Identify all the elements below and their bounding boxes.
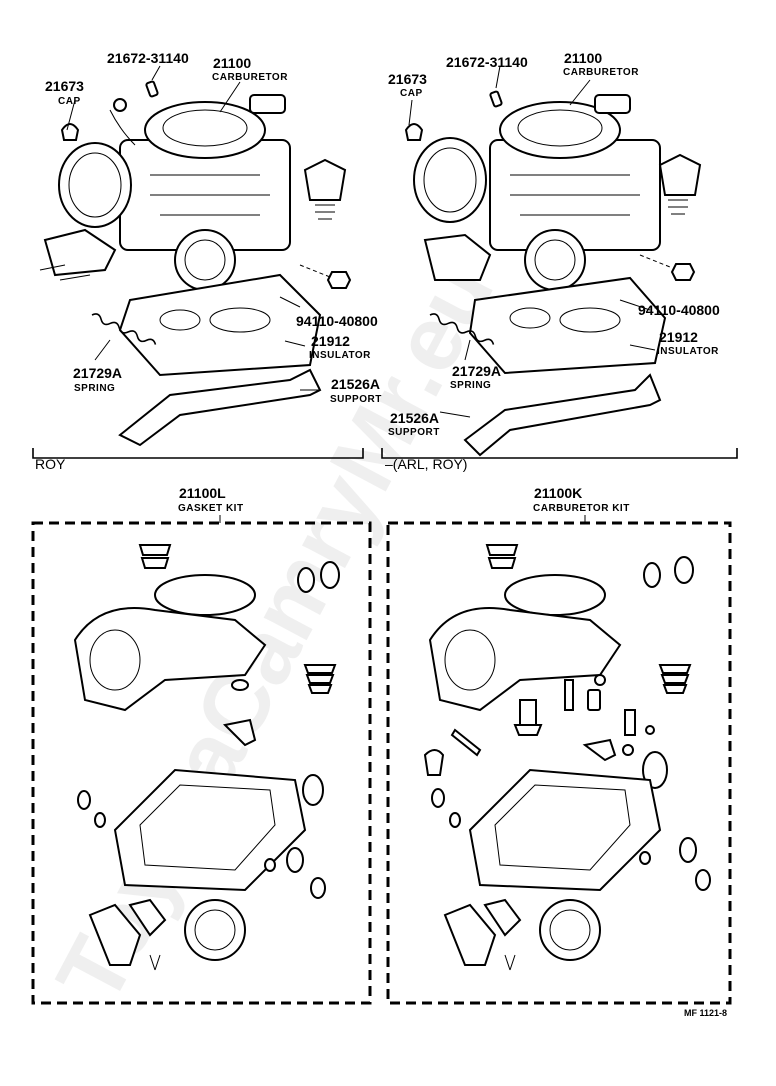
section-label-right: –(ARL, ROY)	[385, 456, 467, 472]
cap-part-right	[404, 123, 424, 141]
cap-name-right: CAP	[400, 88, 423, 99]
support-number-left: 21526A	[331, 376, 380, 392]
kit-number-gasket: 21100L	[179, 485, 226, 501]
spring-number-left: 21729A	[73, 365, 122, 381]
kit-name-gasket: GASKET KIT	[178, 503, 244, 514]
gasket-kit-frame	[31, 521, 372, 1005]
insulator-name-left: INSULATOR	[309, 350, 371, 361]
spring-number-right: 21729A	[452, 363, 501, 379]
carburetor-kit-parts	[423, 544, 711, 971]
insulator-number-right: 21912	[659, 329, 698, 345]
insulator-number-left: 21912	[311, 333, 350, 349]
spring-name-left: SPRING	[74, 383, 115, 394]
cap-number-right: 21673	[388, 71, 427, 87]
nut-part	[326, 271, 352, 289]
insulator-left	[118, 273, 322, 377]
kit-number-carburetor: 21100K	[534, 485, 582, 501]
support-name-left: SUPPORT	[330, 394, 382, 405]
section-bracket-right	[381, 448, 738, 459]
nut-part-right	[670, 263, 696, 281]
spring-part	[91, 313, 157, 345]
pipe-part	[145, 80, 159, 98]
cap-part	[60, 123, 80, 141]
spring-part-right	[429, 313, 495, 345]
support-name-right: SUPPORT	[388, 427, 440, 438]
carburetor-name-left: CARBURETOR	[212, 72, 288, 83]
carburetor-name-right: CARBURETOR	[563, 67, 639, 78]
nut-number-left: 94110-40800	[296, 313, 378, 329]
section-bracket-left	[32, 448, 364, 459]
kit-name-carburetor: CARBURETOR KIT	[533, 503, 630, 514]
spring-name-right: SPRING	[450, 380, 491, 391]
gasket-kit-parts	[73, 544, 340, 971]
footer-code: MF 1121-8	[684, 1008, 727, 1018]
nut-number-right: 94110-40800	[638, 302, 720, 318]
pipe-number-right: 21672-31140	[446, 54, 528, 70]
carburetor-number-right: 21100	[564, 50, 602, 66]
support-left	[118, 368, 322, 447]
carburetor-assembly-right	[413, 94, 702, 291]
cap-name-left: CAP	[58, 96, 81, 107]
pipe-number-left: 21672-31140	[107, 50, 189, 66]
carburetor-number-left: 21100	[213, 55, 251, 71]
pipe-part-right	[489, 90, 503, 108]
cap-number-left: 21673	[45, 78, 84, 94]
support-number-right: 21526A	[390, 410, 439, 426]
insulator-right	[468, 276, 667, 375]
carburetor-assembly-left	[39, 94, 347, 291]
section-label-left: ROY	[35, 456, 66, 472]
insulator-name-right: INSULATOR	[657, 346, 719, 357]
support-right	[463, 373, 662, 457]
carburetor-kit-frame	[386, 521, 732, 1005]
